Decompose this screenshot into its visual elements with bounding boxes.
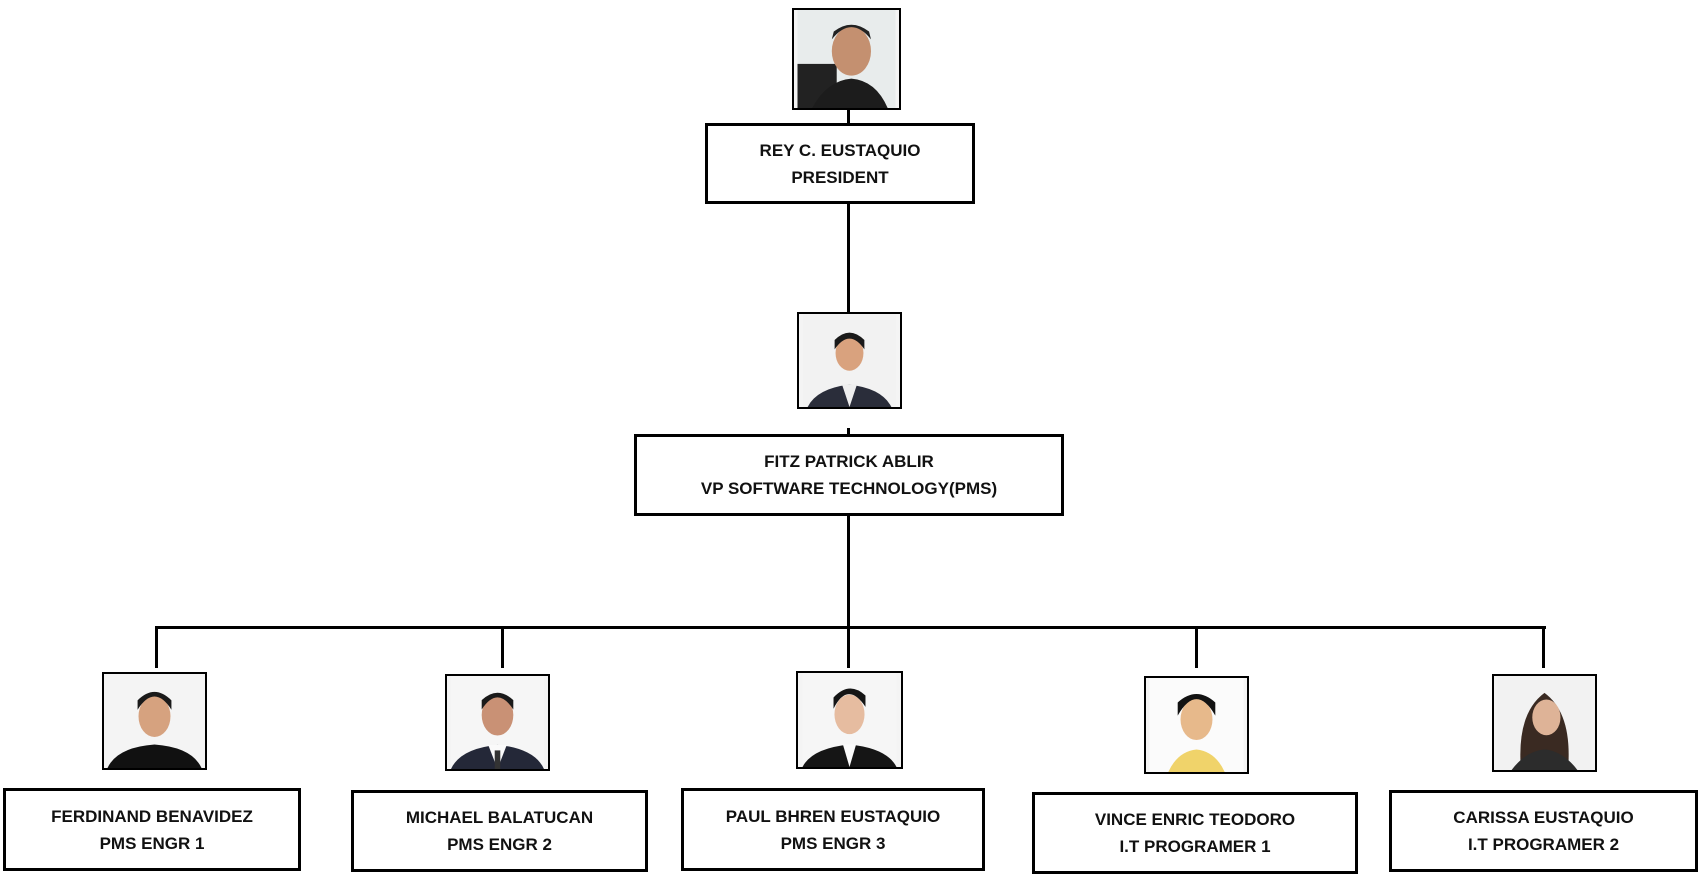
president-title: PRESIDENT [791,167,889,187]
person-photo-icon [1149,678,1244,772]
vp-photo [797,312,902,409]
staff-name: FERDINAND BENAVIDEZ [51,806,253,826]
person-photo-icon [1497,676,1592,770]
staff-box-4: VINCE ENRIC TEODORO I.T PROGRAMER 1 [1032,792,1358,874]
staff-box-3: PAUL BHREN EUSTAQUIO PMS ENGR 3 [681,788,985,871]
connector-president-photo [847,109,850,123]
staff-box-2: MICHAEL BALATUCAN PMS ENGR 2 [351,790,648,872]
staff-photo-3 [796,671,903,769]
staff-title: I.T PROGRAMER 2 [1467,835,1620,854]
staff-photo-1 [102,672,207,770]
staff-box-5: CARISSA EUSTAQUIO I.T PROGRAMER 2 [1389,790,1698,872]
president-box: REY C. EUSTAQUIO PRESIDENT [705,123,975,204]
vp-name: FITZ PATRICK ABLIR [764,452,934,471]
staff-title: PMS ENGR 3 [780,833,886,853]
president-name: REY C. EUSTAQUIO [759,140,921,160]
person-photo-icon [107,674,202,768]
staff-photo-5 [1492,674,1597,772]
person-photo-icon [451,676,544,769]
person-photo-icon [803,314,896,407]
vp-box: FITZ PATRICK ABLIR VP SOFTWARE TECHNOLOG… [634,434,1064,516]
connector-drop-1 [155,626,158,668]
staff-name: VINCE ENRIC TEODORO [1094,810,1296,829]
staff-title: PMS ENGR 1 [99,833,205,853]
connector-drop-5 [1542,626,1545,668]
president-photo [792,8,901,110]
staff-name: MICHAEL BALATUCAN [405,808,594,827]
connector-vp-staff [847,515,850,628]
person-photo-icon [802,673,897,767]
person-photo-icon [797,10,896,108]
connector-president-vp [847,203,850,312]
staff-name: PAUL BHREN EUSTAQUIO [725,806,941,826]
connector-drop-4 [1195,626,1198,668]
vp-title: VP SOFTWARE TECHNOLOGY(PMS) [700,479,998,498]
connector-vp-photo [847,428,850,434]
staff-name: CARISSA EUSTAQUIO [1453,808,1634,827]
staff-title: I.T PROGRAMER 1 [1119,837,1271,856]
staff-box-1: FERDINAND BENAVIDEZ PMS ENGR 1 [3,788,301,871]
connector-horizontal [155,626,1546,629]
connector-drop-2 [501,626,504,668]
staff-photo-4 [1144,676,1249,774]
staff-title: PMS ENGR 2 [447,835,552,854]
staff-photo-2 [445,674,550,771]
connector-drop-3 [847,626,850,668]
